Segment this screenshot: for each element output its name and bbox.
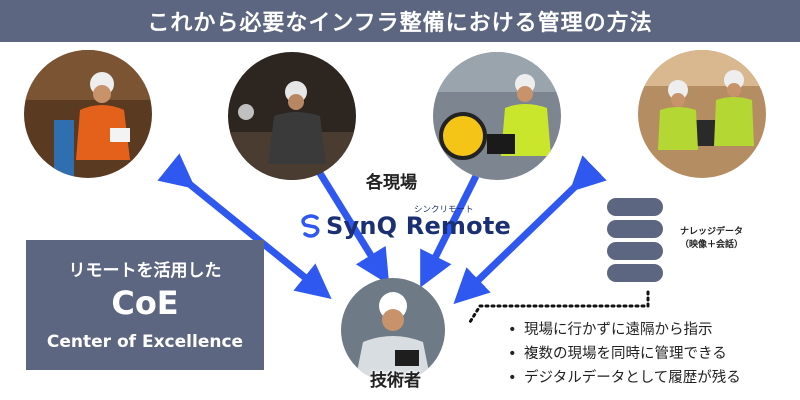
brand-kana: シンクリモート bbox=[414, 205, 474, 215]
sites-label: 各現場 bbox=[366, 173, 417, 193]
site-photo-trench bbox=[228, 52, 356, 180]
engineer-photo bbox=[341, 278, 445, 382]
coe-line1: リモートを活用した bbox=[68, 261, 222, 281]
benefit-item-3: デジタルデータとして履歴が残る bbox=[508, 366, 741, 390]
arrow-site2 bbox=[315, 168, 390, 285]
site-photo-camera-inspection bbox=[433, 52, 561, 180]
engineer-label: 技術者 bbox=[370, 371, 421, 391]
benefit-item-1: 現場に行かずに遠隔から指示 bbox=[508, 318, 741, 342]
database-label-line2: （映像＋会話） bbox=[680, 240, 744, 250]
database-label: ナレッジデータ （映像＋会話） bbox=[680, 226, 743, 252]
coe-box: リモートを活用した CoE Center of Excellence bbox=[26, 240, 264, 370]
benefit-list: 現場に行かずに遠隔から指示 複数の現場を同時に管理できる デジタルデータとして履… bbox=[508, 318, 741, 390]
page-title: これから必要なインフラ整備における管理の方法 bbox=[147, 11, 653, 36]
site-photo-pipe-workers bbox=[638, 50, 766, 178]
site-photo-pipe-inspection bbox=[24, 50, 152, 178]
benefit-item-2: 複数の現場を同時に管理できる bbox=[508, 342, 741, 366]
brand-name: SynQ Remote bbox=[326, 212, 511, 240]
arrow-site1 bbox=[157, 153, 332, 300]
coe-line2: CoE bbox=[111, 284, 179, 322]
page-title-bar: これから必要なインフラ整備における管理の方法 bbox=[0, 0, 800, 42]
db-connector bbox=[468, 290, 650, 324]
coe-line3: Center of Excellence bbox=[46, 332, 244, 352]
arrow-site4 bbox=[453, 155, 607, 305]
database-label-line1: ナレッジデータ bbox=[680, 227, 744, 237]
synq-logo-icon bbox=[301, 214, 320, 238]
database-icon bbox=[607, 198, 663, 282]
